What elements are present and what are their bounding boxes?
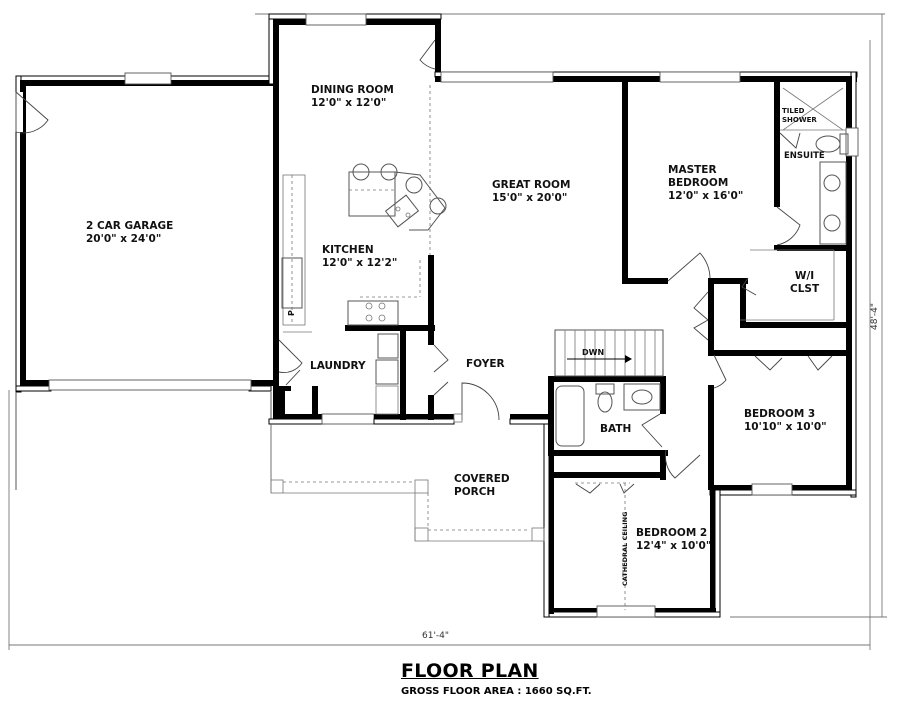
covered-porch-line1: COVERED (454, 473, 510, 485)
kitchen-name: KITCHEN (322, 244, 374, 256)
house-walls (268, 13, 859, 618)
bedroom-2-name: BEDROOM 2 (636, 527, 708, 539)
kitchen-size: 12'0" x 12'2" (322, 257, 398, 269)
great-room-name: GREAT ROOM (492, 179, 571, 191)
overall-depth-dimension: 48'-4" (870, 302, 880, 330)
cathedral-ceiling-label: CATHEDRAL CEILING (621, 511, 629, 586)
bath-label: BATH (600, 423, 632, 435)
garage-label: 2 CAR GARAGE 20'0" x 24'0" (86, 220, 173, 246)
garage-name: 2 CAR GARAGE (86, 220, 174, 232)
gross-floor-area: GROSS FLOOR AREA : 1660 SQ.FT. (401, 686, 592, 697)
laundry-label: LAUNDRY (310, 360, 366, 372)
bedroom-3-size: 10'10" x 10'0" (744, 421, 827, 433)
overall-width-dimension: 61'-4" (422, 631, 450, 641)
bedroom-3-name: BEDROOM 3 (744, 408, 816, 420)
foyer-label: FOYER (466, 358, 505, 370)
tiled-shower-line1: TILED (782, 107, 805, 115)
kitchen-label: KITCHEN 12'0" x 12'2" (322, 244, 397, 270)
bedroom-2-label: BEDROOM 2 12'4" x 10'0" (636, 527, 711, 553)
covered-porch-label: COVERED PORCH (454, 473, 510, 499)
interior-walls (278, 82, 849, 610)
dimension-lines (8, 13, 887, 650)
floor-plan-title: FLOOR PLAN (401, 660, 539, 682)
tiled-shower-line2: SHOWER (782, 116, 817, 124)
great-room-size: 15'0" x 20'0" (492, 192, 568, 204)
tiled-shower-label: TILED SHOWER (782, 107, 817, 125)
pantry-label: P (287, 310, 296, 316)
master-bedroom-size: 12'0" x 16'0" (668, 190, 744, 202)
walk-in-closet-line2: CLST (790, 283, 820, 295)
master-bedroom-name-1: MASTER (668, 164, 717, 176)
garage-size: 20'0" x 24'0" (86, 233, 162, 245)
great-room-label: GREAT ROOM 15'0" x 20'0" (492, 179, 570, 205)
covered-porch-line2: PORCH (454, 486, 496, 498)
walk-in-closet-label: W/I CLST (790, 270, 819, 296)
master-bedroom-name-2: BEDROOM (668, 177, 729, 189)
dining-room-size: 12'0" x 12'0" (311, 97, 387, 109)
walk-in-closet-line1: W/I (794, 270, 815, 282)
stairs-down-label: DWN (582, 348, 605, 357)
master-bedroom-label: MASTER BEDROOM 12'0" x 16'0" (668, 164, 743, 203)
bedroom-3-label: BEDROOM 3 10'10" x 10'0" (744, 408, 827, 434)
ensuite-label: ENSUITE (784, 151, 825, 161)
bedroom-2-size: 12'4" x 10'0" (636, 540, 712, 552)
garage-walls (13, 72, 277, 490)
dining-room-name: DINING ROOM (311, 84, 394, 96)
dining-room-label: DINING ROOM 12'0" x 12'0" (311, 84, 394, 110)
fixtures (270, 133, 849, 542)
